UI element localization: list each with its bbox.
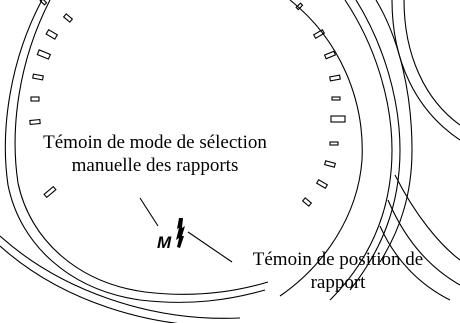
manual-mode-indicator-label-line1: Témoin de mode de sélection — [43, 132, 267, 153]
manual-mode-indicator-callout: Témoin de mode de sélection manuelle des… — [5, 132, 305, 178]
manual-mode-glyph: M — [157, 233, 172, 252]
right-dial-ring-2 — [329, 0, 393, 301]
right-dial-ring-1 — [279, 0, 363, 297]
right-dial-ring-3 — [349, 0, 401, 291]
housing-curve-4 — [387, 199, 460, 286]
left-dial-ticks — [29, 0, 74, 199]
housing-curve-3 — [394, 174, 460, 261]
dial-bottom-arc-2 — [0, 245, 180, 323]
right-dial-ring-4 — [375, 0, 413, 263]
dial-bottom-arc-1 — [0, 235, 241, 319]
housing-curve-5 — [379, 225, 451, 301]
dial-outer-ring — [4, 0, 266, 303]
right-dial-ticks — [295, 2, 346, 207]
manual-mode-indicator-label-line2: manuelle des rapports — [71, 154, 239, 176]
gear-position-indicator-callout: Témoin de position de rapport — [225, 249, 451, 295]
housing-curve-1 — [391, 0, 460, 141]
housing-curve-2 — [403, 0, 460, 126]
gear-position-indicator-icon — [176, 218, 185, 248]
dial-outer-ring-inner — [14, 0, 269, 295]
gear-position-indicator-label-line2: rapport — [310, 271, 366, 293]
gear-position-indicator-label-line1: Témoin de position de — [252, 249, 424, 270]
leader-line-gear — [187, 231, 233, 263]
leader-line-manual — [139, 197, 159, 227]
